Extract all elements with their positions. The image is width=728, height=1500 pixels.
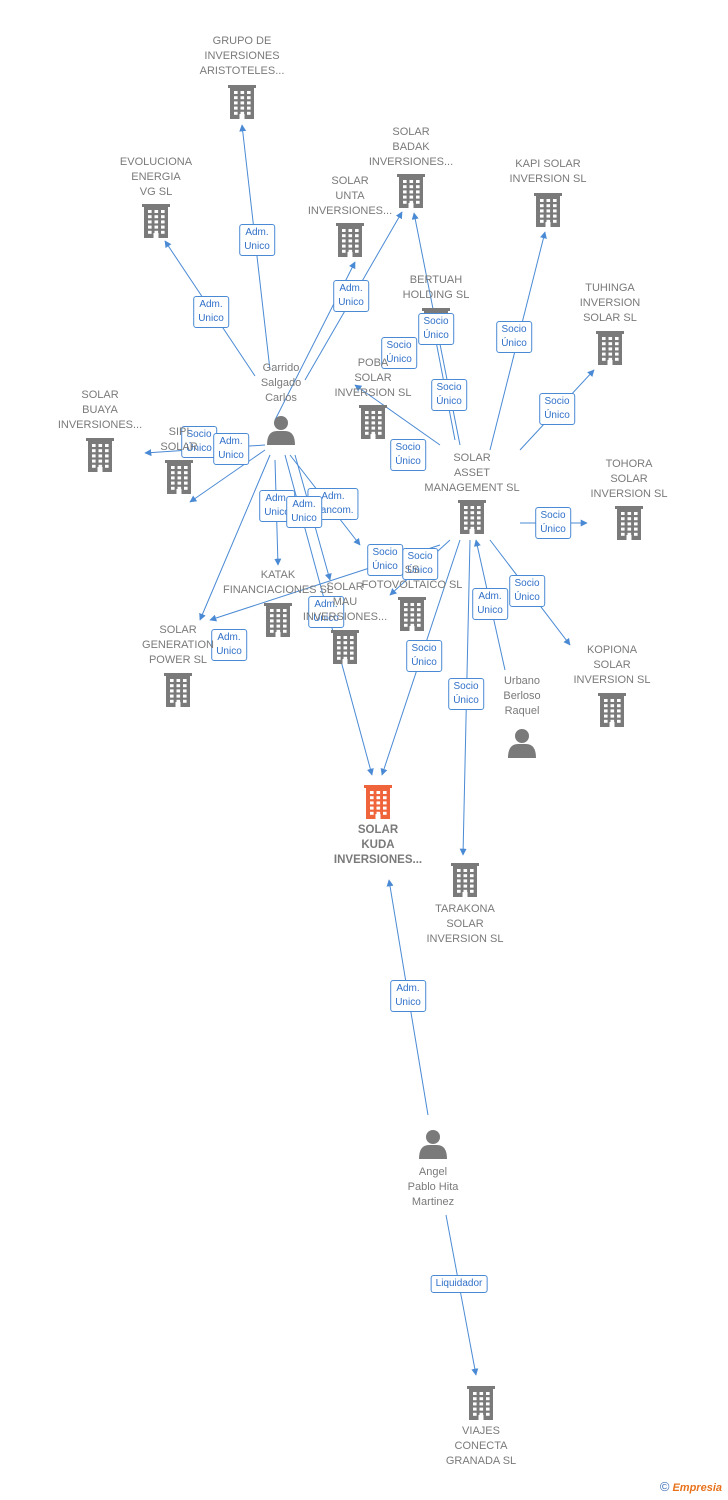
person-icon[interactable] bbox=[508, 729, 536, 758]
node-label-sipi[interactable]: SIPI SOLAR bbox=[160, 426, 198, 453]
building-icon[interactable] bbox=[397, 174, 425, 208]
node-label-kapi[interactable]: KAPI SOLAR INVERSION SL bbox=[509, 158, 587, 185]
node-label-viajes[interactable]: VIAJES CONECTA GRANADA SL bbox=[445, 1425, 517, 1467]
brand-name: Empresia bbox=[672, 1482, 722, 1494]
edge-label-asset-bertuah[interactable]: Socio Único bbox=[431, 379, 467, 411]
edge-label-garrido-generation[interactable]: Adm. Unico bbox=[211, 629, 247, 661]
node-label-katak[interactable]: KATAK FINANCIACIONES SL bbox=[222, 569, 334, 596]
building-icon[interactable] bbox=[142, 204, 170, 238]
node-label-solarunta[interactable]: SOLAR UNTA INVERSIONES... bbox=[307, 175, 393, 217]
node-label-fotovoltaico[interactable]: SS FOTOVOLTAICO SL bbox=[361, 564, 463, 591]
node-label-tohora[interactable]: TOHORA SOLAR INVERSION SL bbox=[590, 458, 668, 500]
edge-asset-poba bbox=[354, 384, 441, 446]
node-label-urbano[interactable]: Urbano Berloso Raquel bbox=[503, 675, 541, 717]
edge-label-asset-kuda[interactable]: Socio Único bbox=[406, 640, 442, 672]
edge-label-garrido-grupo[interactable]: Adm. Unico bbox=[239, 224, 275, 256]
building-icon[interactable] bbox=[359, 405, 387, 439]
edge-garrido-generation bbox=[199, 454, 271, 621]
focus-building-icon[interactable] bbox=[364, 785, 392, 819]
edge-label-asset-tuhinga[interactable]: Socio Único bbox=[539, 393, 575, 425]
node-label-poba[interactable]: POBA SOLAR INVERSION SL bbox=[334, 357, 412, 399]
edge-label-urbano-asset[interactable]: Adm. Unico bbox=[472, 588, 508, 620]
building-icon[interactable] bbox=[615, 506, 643, 540]
edge-label-asset-poba[interactable]: Socio Único bbox=[390, 439, 426, 471]
node-label-mau[interactable]: SOLAR MAU INVERSIONES... bbox=[302, 581, 388, 623]
edge-label-angel-kuda[interactable]: Adm. Unico bbox=[390, 980, 426, 1012]
node-label-grupo[interactable]: GRUPO DE INVERSIONES ARISTOTELES... bbox=[199, 35, 285, 77]
edge-label-garrido-kuda[interactable]: Adm. Unico bbox=[308, 596, 344, 628]
node-label-garrido[interactable]: Garrido Salgado Carlos bbox=[260, 362, 302, 404]
building-icon[interactable] bbox=[165, 460, 193, 494]
building-icon[interactable] bbox=[458, 500, 486, 534]
building-icon[interactable] bbox=[228, 85, 256, 119]
building-icon[interactable] bbox=[598, 693, 626, 727]
edge-label-asset-tohora[interactable]: Socio Único bbox=[535, 507, 571, 539]
node-label-solarbadak[interactable]: SOLAR BADAK INVERSIONES... bbox=[368, 126, 454, 168]
node-label-buaya[interactable]: SOLAR BUAYA INVERSIONES... bbox=[57, 389, 143, 431]
building-icon[interactable] bbox=[467, 1386, 495, 1420]
edge-label-garrido-mau[interactable]: Adm. Mancom. bbox=[307, 488, 359, 520]
edge-angel-viajes bbox=[445, 1214, 479, 1376]
person-icon[interactable] bbox=[419, 1130, 447, 1159]
edge-label-asset-fotovoltaico[interactable]: Socio Único bbox=[402, 548, 438, 580]
edge-label-angel-viajes[interactable]: Liquidador bbox=[430, 1275, 488, 1293]
building-icon[interactable] bbox=[86, 438, 114, 472]
building-icon[interactable] bbox=[534, 193, 562, 227]
node-label-generation[interactable]: SOLAR GENERATION POWER SL bbox=[142, 624, 214, 666]
edge-garrido-sipi bbox=[189, 449, 266, 503]
building-icon[interactable] bbox=[336, 223, 364, 257]
edge-label-asset-generation[interactable]: Socio Único bbox=[367, 544, 403, 576]
node-label-evoluciona[interactable]: EVOLUCIONA ENERGIA VG SL bbox=[119, 156, 193, 198]
building-icon[interactable] bbox=[331, 630, 359, 664]
node-label-bertuah[interactable]: BERTUAH HOLDING SL bbox=[402, 274, 470, 301]
building-icon[interactable] bbox=[164, 673, 192, 707]
building-icon[interactable] bbox=[451, 863, 479, 897]
copyright-symbol: © bbox=[659, 1479, 670, 1494]
building-icon[interactable] bbox=[398, 597, 426, 631]
building-icon[interactable] bbox=[264, 603, 292, 637]
edge-label-garrido-fotovoltaico[interactable]: Adm. Unico bbox=[286, 496, 322, 528]
node-label-kopiona[interactable]: KOPIONA SOLAR INVERSION SL bbox=[573, 644, 651, 686]
brand-watermark: ©Empresia bbox=[660, 1479, 722, 1494]
node-label-tarakona[interactable]: TARAKONA SOLAR INVERSION SL bbox=[426, 903, 504, 945]
node-label-asset[interactable]: SOLAR ASSET MANAGEMENT SL bbox=[424, 452, 520, 494]
edge-label-asset-kapi[interactable]: Socio Único bbox=[496, 321, 532, 353]
node-label-angel[interactable]: Angel Pablo Hita Martinez bbox=[407, 1166, 459, 1208]
building-icon[interactable] bbox=[596, 331, 624, 365]
person-icon[interactable] bbox=[267, 416, 295, 445]
edge-label-garrido-sipi[interactable]: Adm. Unico bbox=[213, 433, 249, 465]
node-label-tuhinga[interactable]: TUHINGA INVERSION SOLAR SL bbox=[579, 282, 641, 324]
edge-label-asset-solarbadak[interactable]: Socio Único bbox=[418, 313, 454, 345]
edge-label-garrido-solarbadak[interactable]: Adm. Unico bbox=[333, 280, 369, 312]
edge-label-garrido-evoluciona[interactable]: Adm. Unico bbox=[193, 296, 229, 328]
edge-label-asset-tarakona[interactable]: Socio Único bbox=[448, 678, 484, 710]
node-label-kuda[interactable]: SOLAR KUDA INVERSIONES... bbox=[333, 824, 423, 866]
edge-label-garrido-solarunta[interactable]: Socio Único bbox=[381, 337, 417, 369]
edge-label-asset-kopiona[interactable]: Socio Único bbox=[509, 575, 545, 607]
